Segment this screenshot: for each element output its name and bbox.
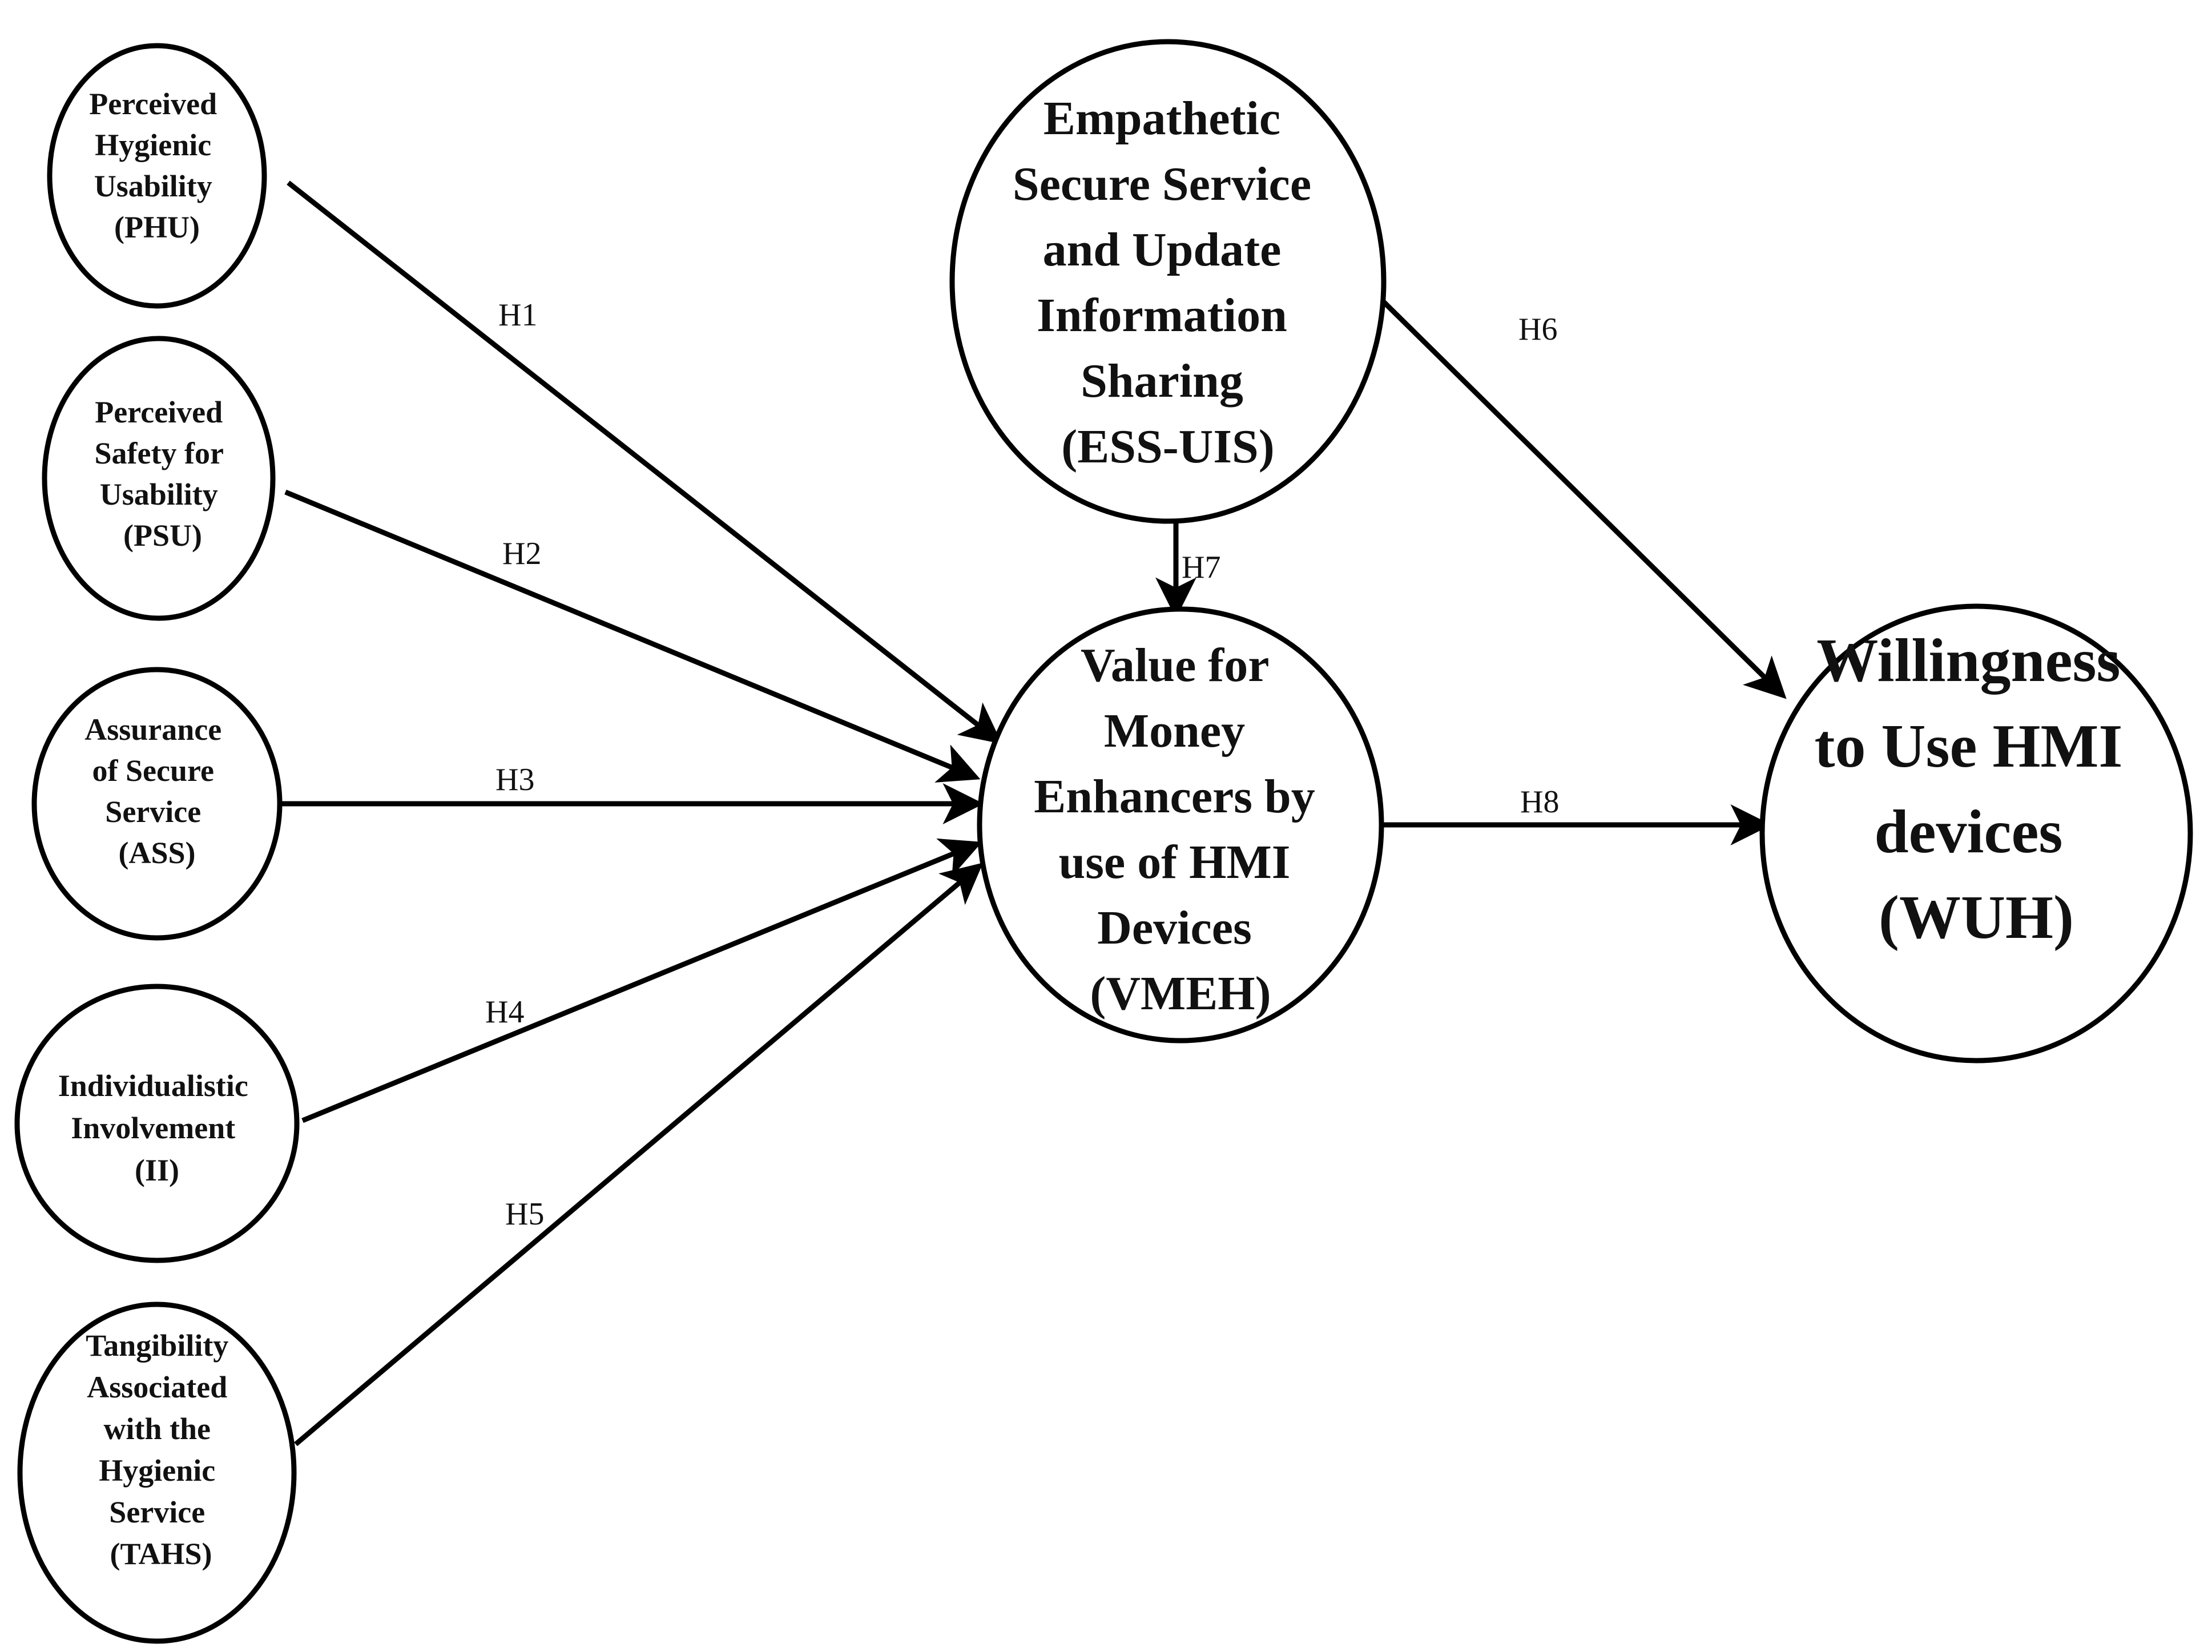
node-psu-label: Perceived Safety for Usability (PSU) — [95, 395, 231, 553]
node-vmeh: Value for Money Enhancers by use of HMI … — [977, 606, 1384, 1043]
node-ess-uis-label: Empathetic Secure Service and Update Inf… — [1013, 92, 1323, 473]
node-tahs-label: Tangibility Associated with the Hygienic… — [86, 1328, 236, 1571]
label-h3: H3 — [495, 762, 534, 797]
label-h1: H1 — [498, 297, 537, 333]
label-h7: H7 — [1182, 550, 1220, 585]
label-h5: H5 — [505, 1196, 544, 1232]
node-tahs: Tangibility Associated with the Hygienic… — [17, 1302, 297, 1644]
edges — [280, 180, 1787, 1446]
node-phu: Perceived Hygienic Usability (PHU) — [47, 43, 267, 309]
edge-h6 — [1379, 297, 1787, 699]
label-h8: H8 — [1520, 784, 1559, 820]
node-ass-label: Assurance of Secure Service (ASS) — [84, 712, 229, 870]
node-ii: Individualistic Involvement (II) — [14, 984, 300, 1263]
label-h4: H4 — [485, 994, 524, 1030]
label-h6: H6 — [1518, 312, 1557, 347]
node-psu: Perceived Safety for Usability (PSU) — [42, 336, 276, 621]
node-wuh: Willingness to Use HMI devices (WUH) — [1759, 603, 2193, 1063]
hypothesis-labels: H1 H2 H3 H4 H5 H6 H7 H8 — [485, 297, 1559, 1232]
label-h2: H2 — [502, 536, 541, 571]
node-ess-uis: Empathetic Secure Service and Update Inf… — [949, 39, 1387, 524]
node-vmeh-label: Value for Money Enhancers by use of HMI … — [1034, 639, 1327, 1020]
node-ii-label: Individualistic Involvement (II) — [58, 1069, 256, 1187]
node-phu-label: Perceived Hygienic Usability (PHU) — [89, 87, 224, 244]
edge-h4 — [301, 838, 982, 1123]
edge-h2 — [284, 489, 981, 783]
node-wuh-label: Willingness to Use HMI devices (WUH) — [1815, 627, 2138, 952]
edge-h1 — [287, 180, 1002, 744]
node-ass: Assurance of Secure Service (ASS) — [31, 667, 283, 941]
edge-h5 — [294, 863, 984, 1446]
